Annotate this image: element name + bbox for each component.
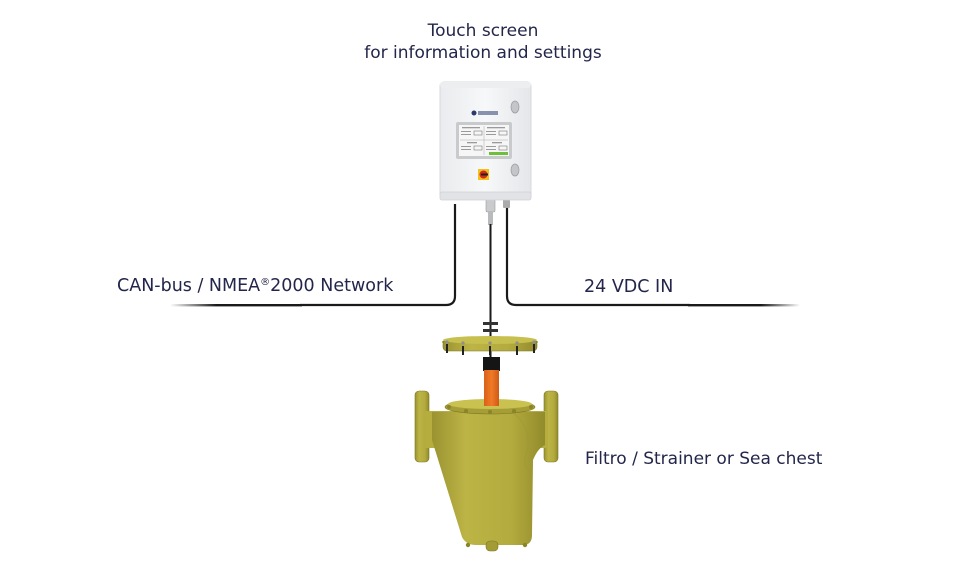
logo-icon (471, 110, 477, 116)
hinge-icon (510, 163, 520, 177)
status-bar (489, 152, 508, 155)
strainer-body (414, 390, 559, 552)
can-bus-cable (170, 204, 457, 307)
can-bus-label-suffix: 2000 Network (270, 276, 394, 296)
strainer-label: Filtro / Strainer or Sea chest (585, 449, 823, 469)
can-bus-label-prefix: CAN-bus / NMEA (117, 276, 261, 296)
touch-screen-label-line1: Touch screen (427, 21, 539, 41)
main-switch-icon[interactable] (478, 169, 489, 180)
power-cable (505, 206, 800, 307)
registered-mark: ® (260, 277, 271, 288)
strainer-lid (442, 336, 538, 355)
power-in-label: 24 VDC IN (584, 277, 674, 297)
touchscreen-display[interactable] (456, 122, 512, 159)
can-bus-label: CAN-bus / NMEA®2000 Network (117, 276, 393, 296)
control-box (439, 81, 532, 201)
hinge-icon (510, 100, 520, 114)
touch-screen-label-line2: for information and settings (364, 43, 602, 63)
touch-screen-label: Touch screen for information and setting… (0, 20, 960, 64)
